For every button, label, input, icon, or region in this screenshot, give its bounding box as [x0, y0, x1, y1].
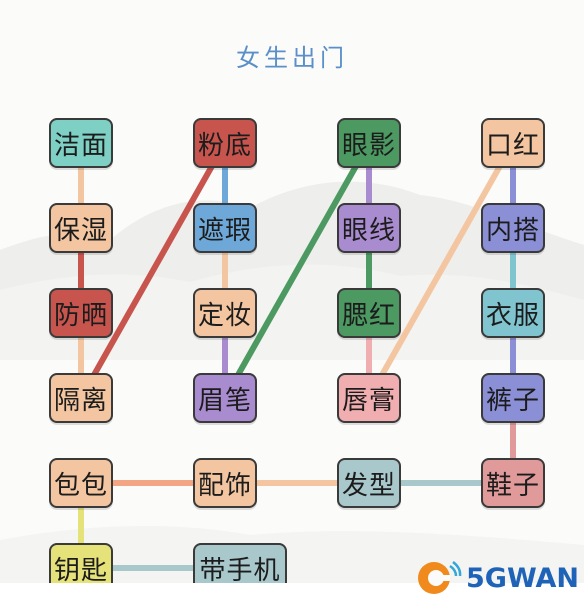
tile-shoes[interactable]: 鞋子 — [481, 458, 545, 508]
link-t8-t9 — [222, 140, 372, 401]
5gwan-logo-icon — [418, 561, 462, 594]
tile-primer[interactable]: 隔离 — [49, 373, 113, 423]
tile-cleanse[interactable]: 洁面 — [49, 118, 113, 168]
logo-text: 5GWAN — [466, 562, 580, 594]
tile-pants[interactable]: 裤子 — [481, 373, 545, 423]
tile-eyeshadow[interactable]: 眼影 — [337, 118, 401, 168]
link-t12-t13 — [366, 140, 516, 401]
tile-eyebrow-pencil[interactable]: 眉笔 — [193, 373, 257, 423]
puzzle-title: 女生出门 — [236, 44, 348, 72]
tile-lipstick[interactable]: 口红 — [481, 118, 545, 168]
tile-setting[interactable]: 定妆 — [193, 288, 257, 338]
tile-concealer[interactable]: 遮瑕 — [193, 203, 257, 253]
tile-bag[interactable]: 包包 — [49, 458, 113, 508]
tile-clothes[interactable]: 衣服 — [481, 288, 545, 338]
tile-inner-wear[interactable]: 内搭 — [481, 203, 545, 253]
tile-lip-balm[interactable]: 唇膏 — [337, 373, 401, 423]
tile-sunscreen[interactable]: 防晒 — [49, 288, 113, 338]
tile-moisturize[interactable]: 保湿 — [49, 203, 113, 253]
link-t4-t5 — [78, 140, 228, 401]
watermark-logo: 5GWAN — [414, 558, 584, 598]
tile-eyeliner[interactable]: 眼线 — [337, 203, 401, 253]
tile-accessories[interactable]: 配饰 — [193, 458, 257, 508]
tile-hairstyle[interactable]: 发型 — [337, 458, 401, 508]
tile-blush[interactable]: 腮红 — [337, 288, 401, 338]
tile-foundation[interactable]: 粉底 — [193, 118, 257, 168]
